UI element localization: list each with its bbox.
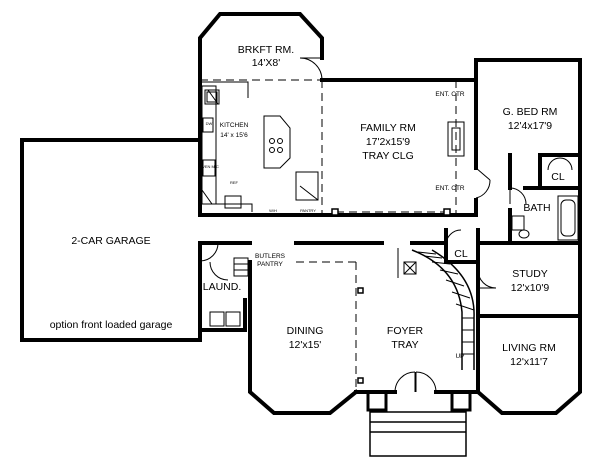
dw-label: DW bbox=[206, 121, 213, 126]
pantry-label: PANTRY bbox=[300, 208, 316, 213]
guest-bed-name: G. BED RM bbox=[503, 106, 558, 118]
breakfast-bay bbox=[198, 12, 324, 214]
kitchen-name: KITCHEN bbox=[220, 122, 249, 129]
family-note: TRAY CLG bbox=[362, 150, 414, 162]
dining-size: 12'x15' bbox=[289, 339, 322, 351]
study-name: STUDY bbox=[512, 268, 548, 280]
breakfast-size: 14'X8' bbox=[252, 57, 281, 69]
laundry-name: LAUND. bbox=[203, 281, 242, 293]
fireplace bbox=[447, 121, 465, 157]
closet-foyer-label: CL bbox=[454, 248, 468, 260]
foyer-name: FOYER bbox=[387, 325, 424, 337]
family-name: FAMILY RM bbox=[360, 122, 416, 134]
butlers-pantry-line2: PANTRY bbox=[257, 261, 283, 268]
columns bbox=[331, 208, 451, 384]
bath-name: BATH bbox=[523, 202, 550, 214]
living-name: LIVING RM bbox=[502, 342, 556, 354]
kitchen-size: 14' x 15'6 bbox=[220, 132, 248, 139]
garage-walls bbox=[20, 138, 202, 342]
breakfast-name: BRKFT RM. bbox=[238, 44, 294, 56]
butlers-pantry-line1: BUTLERS bbox=[255, 253, 286, 260]
entry-stoop bbox=[366, 390, 472, 457]
foyer-note: TRAY bbox=[391, 339, 418, 351]
living-bay bbox=[476, 314, 582, 415]
wh-label: W/H bbox=[269, 208, 277, 213]
study-size: 12'x10'9 bbox=[511, 282, 550, 294]
guest-bed-walls bbox=[474, 58, 582, 245]
walls bbox=[20, 12, 582, 415]
dining-name: DINING bbox=[287, 325, 324, 337]
staircase bbox=[397, 248, 475, 370]
closet-bed-label: CL bbox=[551, 171, 565, 183]
oven-mic-label: OVEN MIC bbox=[199, 164, 219, 169]
garage-name: 2-CAR GARAGE bbox=[71, 235, 150, 247]
laundry-walls bbox=[198, 260, 247, 332]
kitchen-fixtures bbox=[200, 81, 579, 327]
ent-ctr-top: ENT. CTR bbox=[435, 91, 465, 98]
ent-ctr-bottom: ENT. CTR bbox=[435, 185, 465, 192]
family-size: 17'2x15'9 bbox=[366, 136, 410, 148]
dining-bay bbox=[248, 298, 359, 415]
kitchen-island bbox=[263, 115, 291, 169]
room-labels: BRKFT RM. 14'X8' KITCHEN 14' x 15'6 FAMI… bbox=[50, 44, 565, 368]
garage-note: option front loaded garage bbox=[50, 319, 173, 331]
doors bbox=[199, 57, 573, 393]
living-size: 12'x11'7 bbox=[510, 356, 548, 368]
guest-bed-size: 12'4x17'9 bbox=[508, 120, 552, 132]
stair-up-label: UP bbox=[455, 353, 464, 360]
ref-label: REF bbox=[230, 180, 239, 185]
dashed-openings bbox=[200, 79, 457, 392]
